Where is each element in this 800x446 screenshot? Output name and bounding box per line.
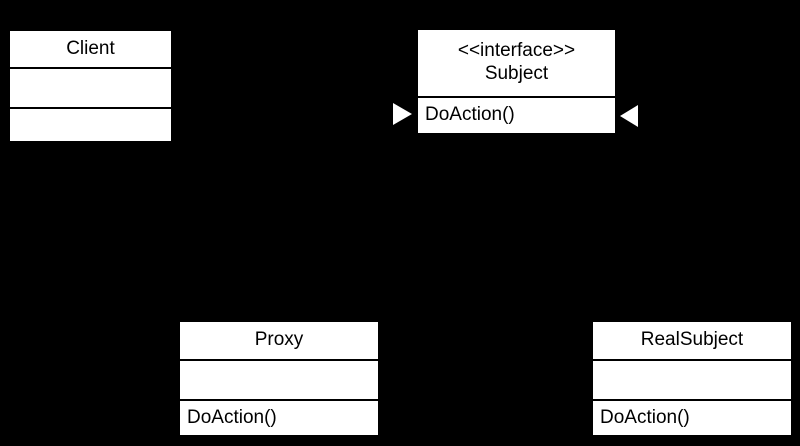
proxy-class-name: Proxy — [254, 329, 304, 351]
subject-operation-doaction: DoAction() — [425, 104, 515, 126]
client-attributes-compartment — [10, 67, 171, 107]
realsubject-operations-compartment: DoAction() — [593, 399, 791, 435]
realization-arrowhead-right-icon — [620, 105, 638, 127]
class-box-client: Client — [9, 30, 172, 142]
subject-class-name: Subject — [484, 63, 549, 84]
proxy-operation-doaction: DoAction() — [187, 406, 277, 428]
subject-operations-compartment: DoAction() — [418, 96, 615, 133]
subject-stereotype: <<interface>> — [457, 40, 576, 62]
realsubject-operation-doaction: DoAction() — [600, 406, 690, 428]
subject-name-compartment: <<interface>> Subject — [418, 30, 615, 96]
class-box-realsubject: RealSubject DoAction() — [592, 321, 792, 436]
class-box-proxy: Proxy DoAction() — [179, 321, 379, 436]
realsubject-name-compartment: RealSubject — [593, 322, 791, 359]
proxy-name-compartment: Proxy — [180, 322, 378, 359]
class-box-subject-interface: <<interface>> Subject DoAction() — [417, 29, 616, 134]
realization-arrowhead-left-icon — [393, 103, 412, 125]
client-class-name: Client — [66, 37, 115, 59]
client-name-compartment: Client — [10, 31, 171, 67]
realsubject-class-name: RealSubject — [640, 329, 744, 351]
proxy-operations-compartment: DoAction() — [180, 399, 378, 435]
proxy-attributes-compartment — [180, 359, 378, 399]
realsubject-attributes-compartment — [593, 359, 791, 399]
client-operations-compartment — [10, 107, 171, 141]
